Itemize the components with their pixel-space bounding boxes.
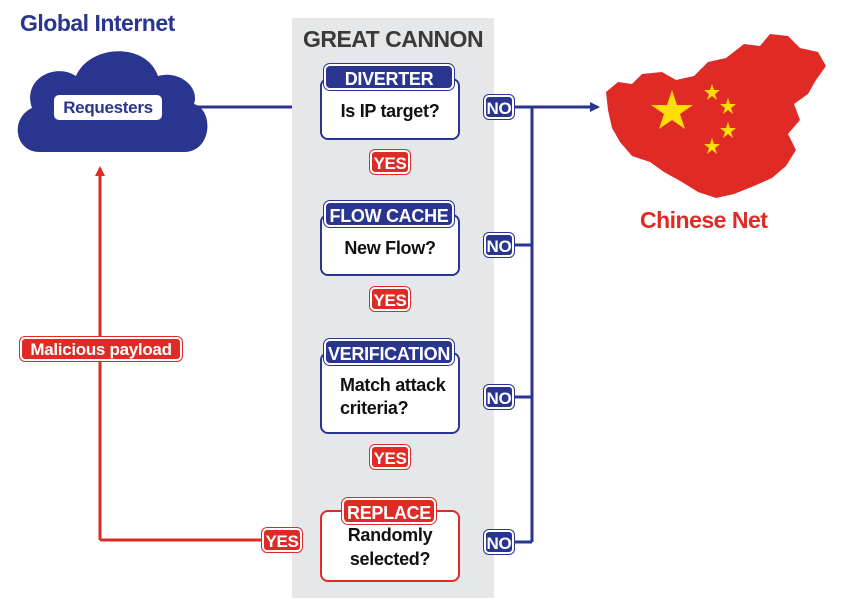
chinese-net-title: Chinese Net: [640, 207, 768, 233]
replace-question-line1: Randomly: [347, 525, 433, 545]
global-internet-title: Global Internet: [20, 10, 175, 36]
great-cannon-title: GREAT CANNON: [302, 26, 484, 52]
yes-tag-3: YES: [370, 445, 410, 469]
no-tag-1: NO: [484, 95, 514, 119]
verification-question-line1: Match attack: [340, 375, 446, 395]
requesters-label: Requesters: [54, 95, 162, 120]
malicious-payload-label: Malicious payload: [20, 337, 182, 361]
yes-tag-2: YES: [370, 287, 410, 311]
diverter-question: Is IP target?: [340, 101, 440, 121]
replace-question-line2: selected?: [349, 549, 431, 569]
no-tag-4: NO: [484, 530, 514, 554]
replace-header: REPLACE: [342, 498, 436, 524]
verification-header: VERIFICATION: [324, 339, 454, 365]
yes-tag-1: YES: [370, 150, 410, 174]
no-tag-3: NO: [484, 385, 514, 409]
flow-cache-header: FLOW CACHE: [324, 201, 454, 227]
verification-box: [320, 352, 460, 434]
china-flag-map-icon: [606, 34, 826, 198]
verification-question-line2: criteria?: [340, 398, 409, 418]
yes-tag-return: YES: [262, 528, 302, 552]
flow-cache-question: New Flow?: [344, 238, 436, 258]
no-tag-2: NO: [484, 233, 514, 257]
diverter-header: DIVERTER: [324, 64, 454, 90]
